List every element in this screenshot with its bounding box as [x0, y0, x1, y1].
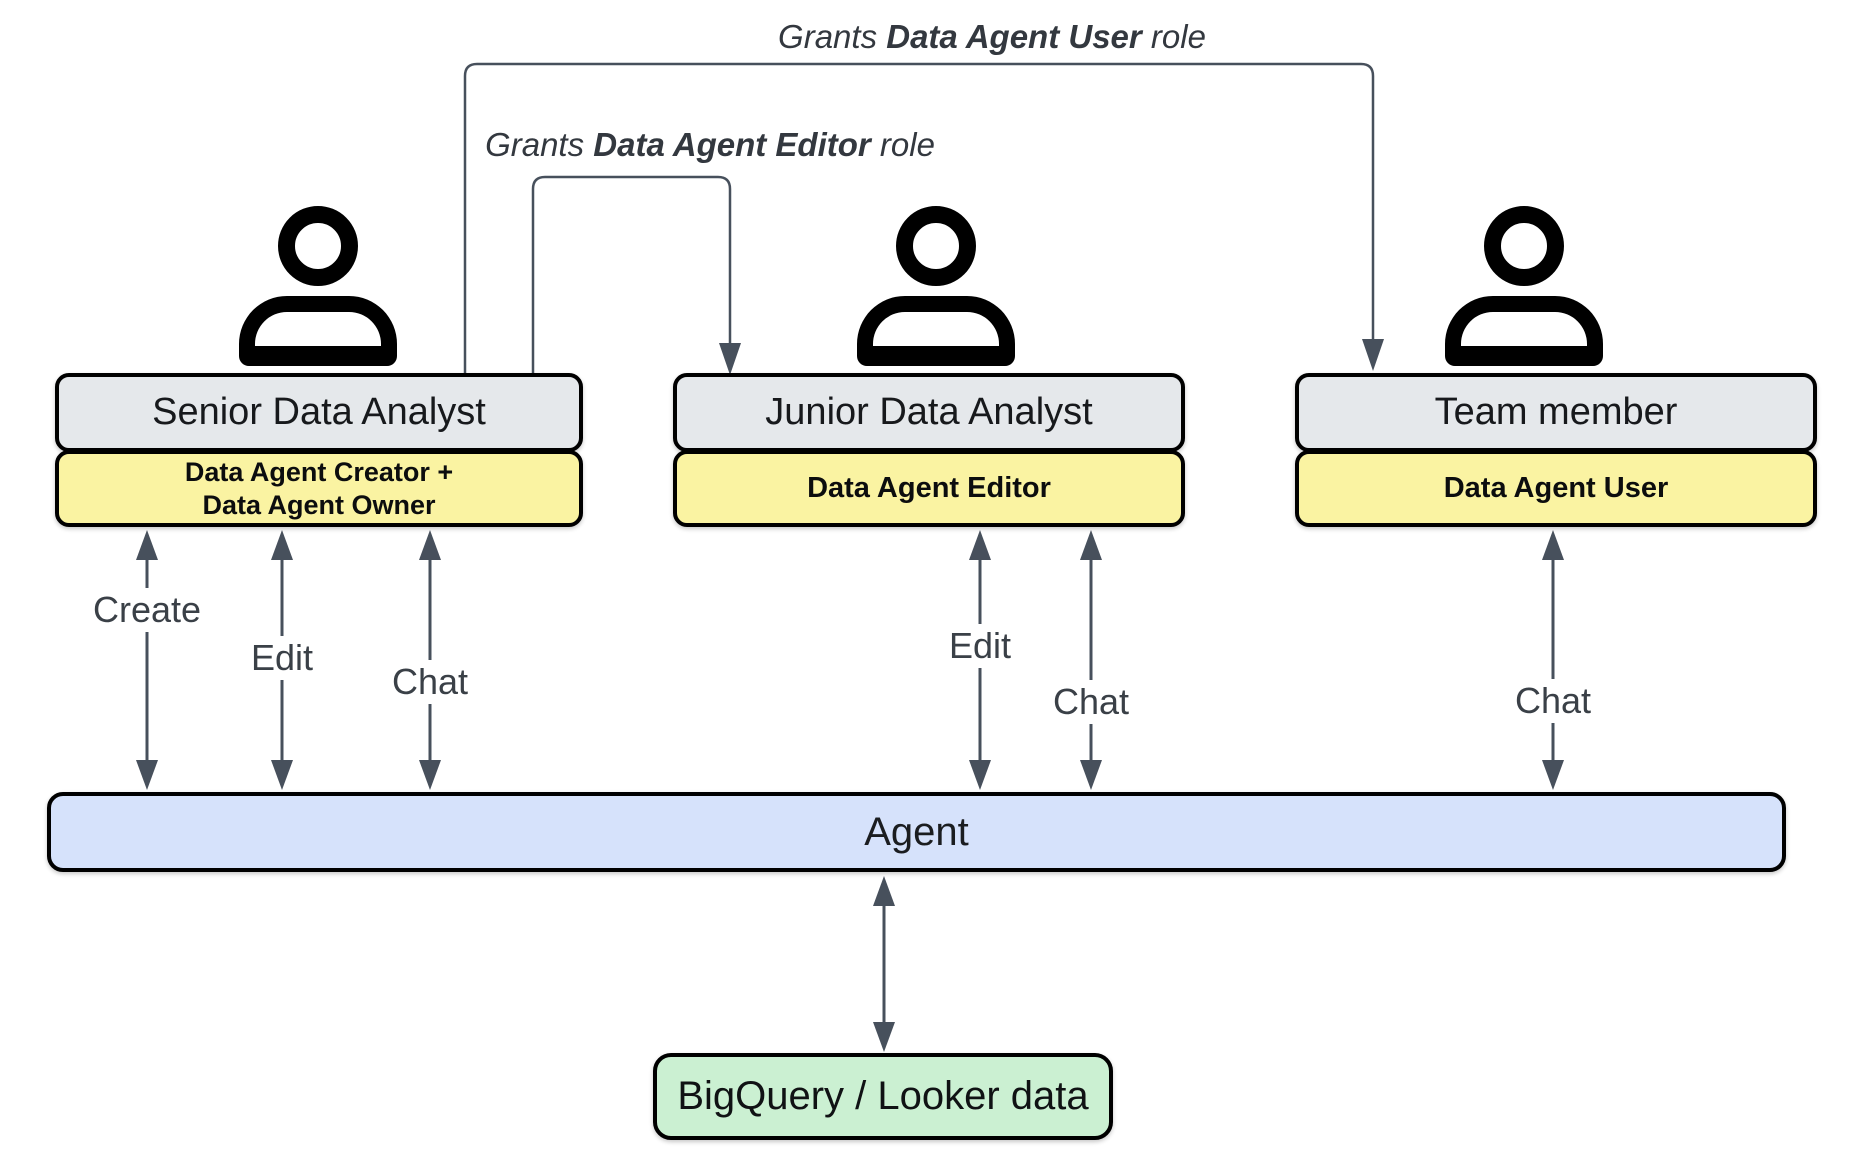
- team-role: Data Agent User: [1443, 472, 1669, 504]
- arrowhead-down-icon: [271, 760, 293, 790]
- create-label: Create: [83, 588, 211, 632]
- senior-role-line2: Data Agent Owner: [202, 489, 436, 520]
- senior-role: Data Agent Creator +Data Agent Owner: [185, 456, 453, 522]
- junior-chat-arrow-icon: [1079, 530, 1103, 790]
- arrowhead-up-icon: [1542, 530, 1564, 560]
- arrowhead-up-icon: [136, 530, 158, 560]
- grant-user-prefix: Grants: [778, 18, 887, 55]
- grant-user-role-name: Data Agent User: [886, 18, 1142, 55]
- junior-title-box: Junior Data Analyst: [673, 373, 1185, 452]
- grant-editor-connector-line: [531, 175, 732, 373]
- grant-editor-annotation: Grants Data Agent Editor role: [485, 126, 935, 164]
- agent-label: Agent: [864, 809, 969, 854]
- person-body-icon: [1445, 296, 1603, 366]
- arrowhead-up-icon: [1080, 530, 1102, 560]
- senior-person-icon: [239, 206, 397, 366]
- person-body-icon: [239, 296, 397, 366]
- agent-bar: Agent: [47, 792, 1786, 872]
- arrowhead-up-icon: [419, 530, 441, 560]
- arrowhead-down-icon: [419, 760, 441, 790]
- junior-person-icon: [857, 206, 1015, 366]
- senior-edit-label: Edit: [241, 636, 323, 680]
- grant-user-connector-line: [463, 62, 1375, 373]
- team-role-box: Data Agent User: [1295, 450, 1817, 527]
- grant-editor-suffix: role: [870, 126, 935, 163]
- team-title-box: Team member: [1295, 373, 1817, 452]
- person-head-icon: [896, 206, 976, 286]
- arrow-shaft: [145, 557, 149, 763]
- senior-title-box: Senior Data Analyst: [55, 373, 583, 452]
- team-title: Team member: [1434, 391, 1678, 433]
- team-chat-label: Chat: [1505, 679, 1601, 723]
- junior-role-box: Data Agent Editor: [673, 450, 1185, 527]
- arrowhead-down-icon: [873, 1022, 895, 1052]
- senior-title: Senior Data Analyst: [152, 391, 486, 433]
- grant-user-suffix: role: [1141, 18, 1206, 55]
- junior-chat-label: Chat: [1043, 680, 1139, 724]
- person-head-icon: [1484, 206, 1564, 286]
- datasource-box: BigQuery / Looker data: [653, 1053, 1113, 1140]
- grant-user-arrowhead-icon: [1362, 339, 1384, 371]
- arrow-shaft: [1551, 557, 1555, 763]
- grant-editor-role-name: Data Agent Editor: [593, 126, 871, 163]
- datasource-label: BigQuery / Looker data: [677, 1074, 1089, 1118]
- team-person-icon: [1445, 206, 1603, 366]
- grant-editor-prefix: Grants: [485, 126, 594, 163]
- arrowhead-down-icon: [1542, 760, 1564, 790]
- team-chat-arrow-icon: [1541, 530, 1565, 790]
- arrowhead-down-icon: [1080, 760, 1102, 790]
- arrow-shaft: [1089, 557, 1093, 763]
- agent-data-arrow-icon: [872, 876, 896, 1052]
- senior-role-line1: Data Agent Creator +: [184, 456, 454, 487]
- person-body-icon: [857, 296, 1015, 366]
- senior-role-box: Data Agent Creator +Data Agent Owner: [55, 450, 583, 527]
- grant-user-annotation: Grants Data Agent User role: [778, 18, 1206, 56]
- arrow-shaft: [882, 903, 886, 1025]
- junior-role: Data Agent Editor: [807, 472, 1051, 504]
- arrowhead-up-icon: [969, 530, 991, 560]
- arrowhead-up-icon: [873, 876, 895, 906]
- arrowhead-down-icon: [136, 760, 158, 790]
- arrowhead-up-icon: [271, 530, 293, 560]
- senior-chat-label: Chat: [382, 660, 478, 704]
- junior-edit-label: Edit: [939, 624, 1021, 668]
- grant-editor-arrowhead-icon: [719, 343, 741, 375]
- person-head-icon: [278, 206, 358, 286]
- arrowhead-down-icon: [969, 760, 991, 790]
- junior-title: Junior Data Analyst: [765, 391, 1093, 433]
- create-arrow-icon: [135, 530, 159, 790]
